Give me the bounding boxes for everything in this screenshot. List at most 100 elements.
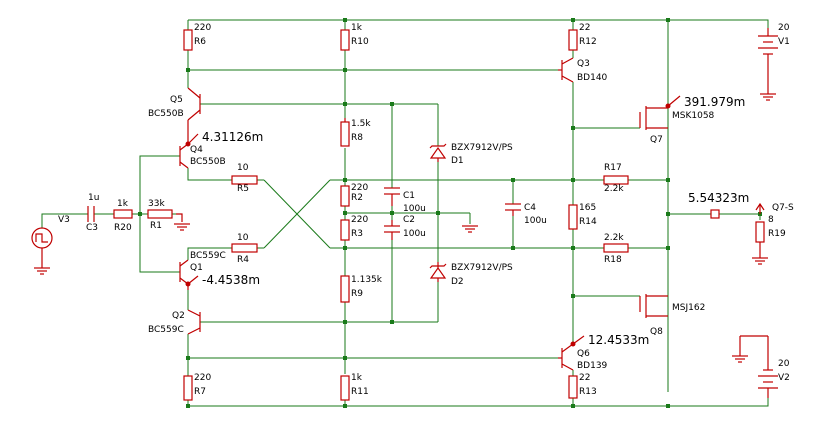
svg-text:R14: R14 — [579, 217, 597, 227]
transistor-q2[interactable] — [187, 309, 201, 335]
probe-q1: -4.4538m — [202, 273, 260, 287]
zener-d1[interactable] — [429, 143, 447, 162]
svg-text:R2: R2 — [351, 193, 363, 203]
svg-text:BD140: BD140 — [577, 73, 608, 83]
transistor-q5[interactable] — [187, 87, 201, 144]
resistor-r9[interactable] — [340, 275, 350, 303]
svg-text:C2: C2 — [403, 215, 415, 225]
svg-text:1.135k: 1.135k — [351, 275, 383, 285]
svg-text:22: 22 — [579, 373, 590, 383]
svg-text:R18: R18 — [604, 255, 622, 265]
svg-text:R13: R13 — [579, 387, 597, 397]
svg-text:Q2: Q2 — [172, 311, 185, 321]
source-v2[interactable] — [732, 335, 778, 398]
svg-text:Q7-S: Q7-S — [772, 203, 794, 213]
resistor-r12[interactable] — [568, 29, 578, 51]
svg-text:C1: C1 — [403, 191, 415, 201]
svg-text:220: 220 — [351, 215, 368, 225]
transistor-q6[interactable] — [558, 341, 576, 371]
resistor-r18[interactable] — [603, 243, 629, 253]
svg-text:V1: V1 — [778, 37, 790, 47]
mosfet-q8[interactable] — [639, 294, 668, 318]
resistor-r5[interactable] — [231, 175, 258, 185]
svg-text:BC559C: BC559C — [190, 251, 226, 261]
svg-text:R17: R17 — [604, 163, 622, 173]
ground-r1 — [174, 213, 190, 231]
svg-text:22: 22 — [579, 23, 590, 33]
svg-text:R7: R7 — [194, 387, 206, 397]
svg-text:R20: R20 — [114, 223, 132, 233]
svg-text:MSJ162: MSJ162 — [672, 303, 705, 313]
transistor-q1[interactable] — [179, 259, 191, 290]
svg-text:R5: R5 — [237, 184, 249, 194]
transistor-q3[interactable] — [558, 57, 574, 83]
svg-text:Q3: Q3 — [577, 59, 590, 69]
svg-text:1k: 1k — [351, 373, 363, 383]
capacitor-c4[interactable] — [505, 203, 521, 216]
ground-r19 — [752, 257, 768, 265]
probe-q6: 12.4533m — [588, 333, 649, 347]
zener-d2[interactable] — [429, 262, 447, 282]
resistor-r11[interactable] — [340, 375, 350, 401]
svg-text:R19: R19 — [768, 229, 786, 239]
source-v1[interactable] — [758, 28, 778, 101]
labels: 220 R6 1k R10 22 R12 20 V1 Q3 BD140 Q5 B… — [58, 23, 794, 397]
resistor-r10[interactable] — [340, 29, 350, 51]
svg-text:33k: 33k — [148, 199, 165, 209]
svg-text:100u: 100u — [403, 204, 426, 214]
probe-arrows — [187, 95, 681, 345]
resistor-r3[interactable] — [340, 219, 350, 241]
probe-q7: 391.979m — [684, 95, 745, 109]
svg-text:R6: R6 — [194, 37, 206, 47]
resistor-r2[interactable] — [340, 185, 350, 207]
svg-text:20: 20 — [778, 23, 790, 33]
svg-text:220: 220 — [194, 23, 211, 33]
svg-text:10: 10 — [237, 163, 249, 173]
resistor-r1[interactable] — [147, 209, 173, 219]
ground-mid — [462, 225, 478, 233]
svg-text:1k: 1k — [117, 199, 129, 209]
svg-text:20: 20 — [778, 359, 790, 369]
svg-text:D2: D2 — [451, 277, 464, 287]
transistor-q4[interactable] — [179, 141, 191, 169]
svg-text:V3: V3 — [58, 215, 70, 225]
resistor-r20[interactable] — [113, 209, 133, 219]
svg-text:Q6: Q6 — [577, 349, 590, 359]
resistor-r7[interactable] — [183, 375, 193, 401]
probe-output: 5.54323m — [688, 191, 749, 205]
resistor-r19[interactable] — [755, 221, 765, 243]
mosfet-q7[interactable] — [639, 103, 671, 131]
svg-text:220: 220 — [351, 183, 368, 193]
svg-text:BZX7912V/PS: BZX7912V/PS — [451, 263, 513, 273]
capacitor-c2[interactable] — [384, 220, 400, 240]
probe-q4: 4.31126m — [202, 130, 263, 144]
resistor-r17[interactable] — [603, 175, 629, 185]
svg-text:R8: R8 — [351, 133, 363, 143]
resistor-r6[interactable] — [183, 29, 193, 51]
svg-text:R1: R1 — [150, 221, 162, 231]
svg-text:1k: 1k — [351, 23, 363, 33]
resistor-r8[interactable] — [340, 121, 350, 147]
svg-text:BC559C: BC559C — [148, 325, 184, 335]
svg-text:10: 10 — [237, 233, 249, 243]
svg-text:C3: C3 — [86, 223, 98, 233]
source-v3[interactable] — [31, 227, 53, 275]
svg-text:R12: R12 — [579, 37, 597, 47]
resistor-r13[interactable] — [568, 375, 578, 399]
svg-text:2.2k: 2.2k — [604, 184, 624, 194]
resistor-r14[interactable] — [568, 204, 578, 230]
svg-text:V2: V2 — [778, 373, 790, 383]
capacitor-c1[interactable] — [384, 187, 400, 206]
svg-text:R3: R3 — [351, 229, 363, 239]
svg-text:Q8: Q8 — [650, 327, 663, 337]
svg-text:8: 8 — [768, 215, 774, 225]
resistor-r4[interactable] — [231, 243, 258, 253]
output-probe[interactable] — [710, 209, 720, 219]
capacitor-c3[interactable] — [87, 206, 95, 222]
q7s-flag — [755, 202, 765, 214]
svg-text:R10: R10 — [351, 37, 369, 47]
svg-text:100u: 100u — [524, 216, 547, 226]
svg-text:R11: R11 — [351, 387, 369, 397]
svg-text:C4: C4 — [524, 203, 536, 213]
